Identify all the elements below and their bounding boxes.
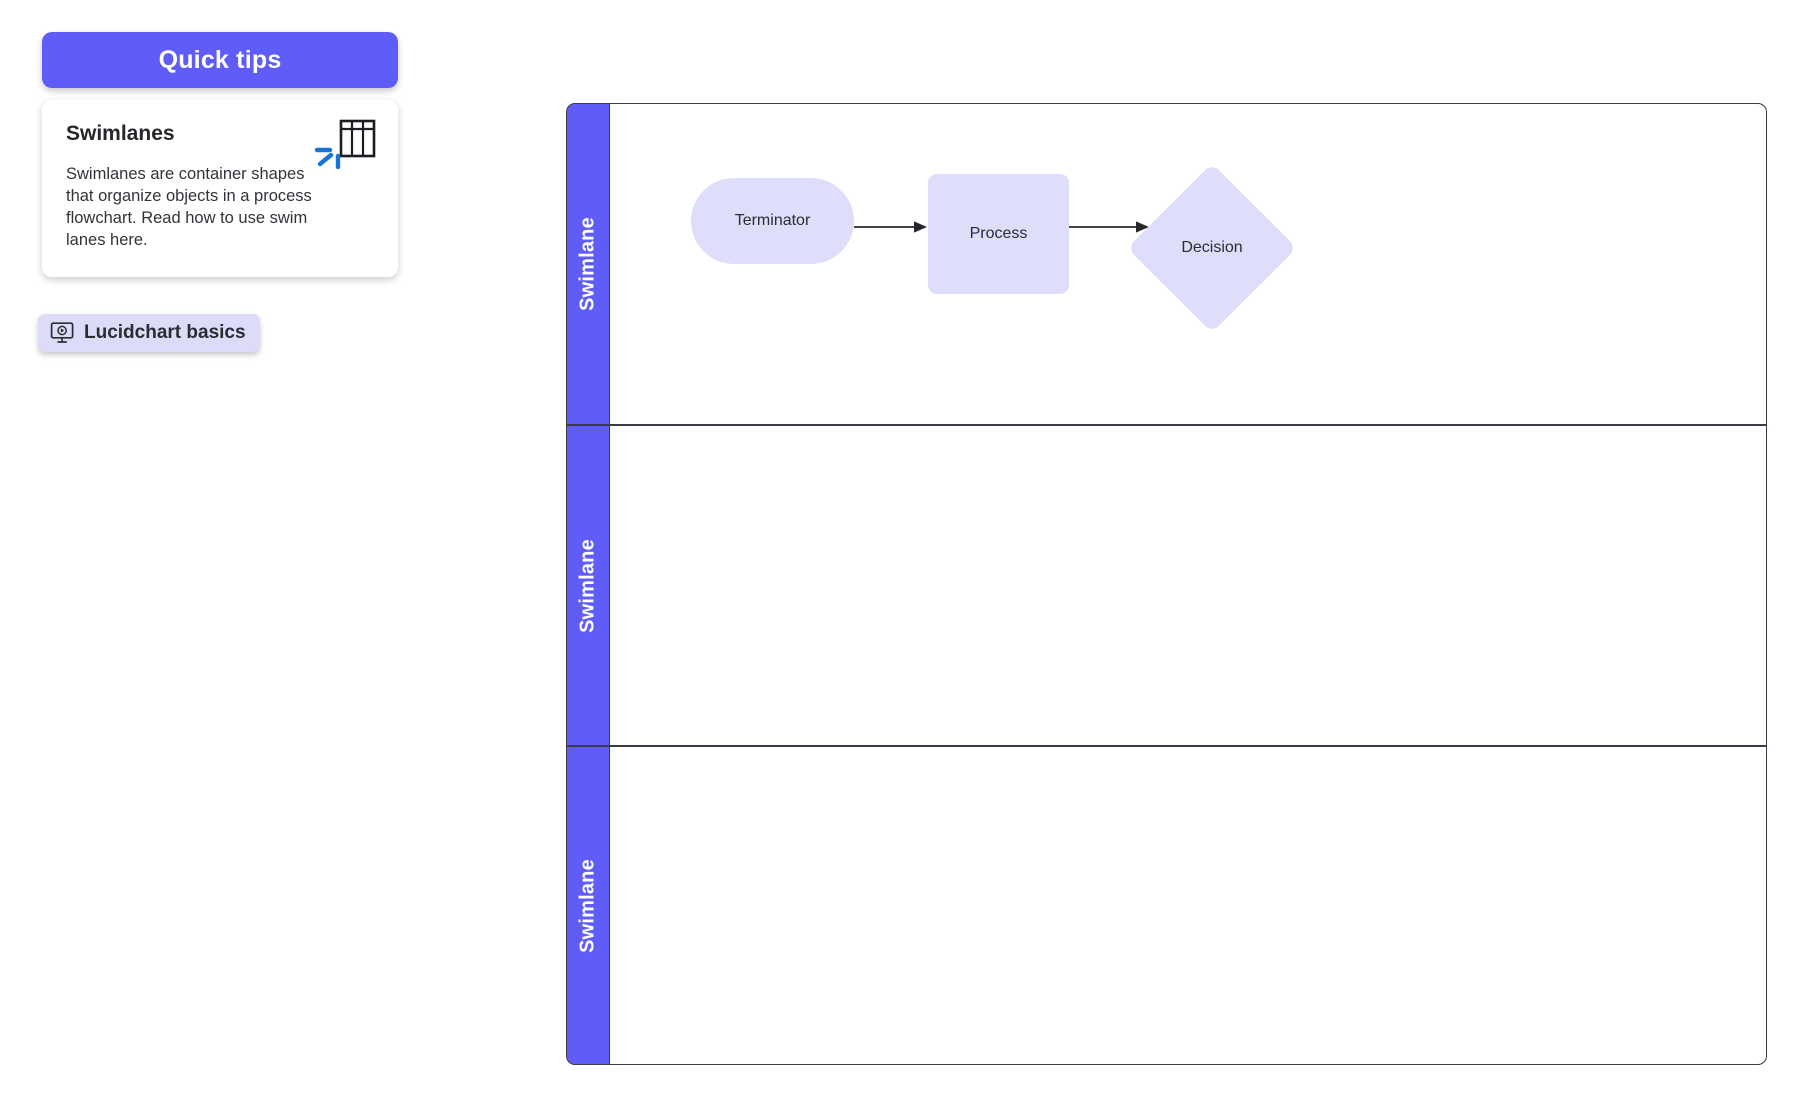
shape-decision-label: Decision [1181,239,1243,256]
quick-tips-header[interactable]: Quick tips [42,32,398,88]
swimlane-row-3[interactable]: Swimlane [566,746,1767,1065]
shape-decision[interactable]: Decision [1127,163,1297,333]
shape-process[interactable]: Process [928,174,1069,294]
shape-terminator-label: Terminator [734,212,811,229]
tip-card-body: Swimlanes are container shapes that orga… [66,165,312,250]
swimlane-body-3[interactable] [610,746,1767,1065]
quick-tips-title: Quick tips [158,45,282,74]
connector-process-decision[interactable] [1069,220,1150,234]
shape-terminator[interactable]: Terminator [691,178,854,264]
shape-process-label: Process [969,225,1028,242]
lucidchart-basics-button[interactable]: Lucidchart basics [38,314,260,352]
connector-terminator-process[interactable] [854,220,928,234]
swimlane-table-sparkle-icon [311,119,377,175]
quick-tips-panel: Quick tips Swimlanes Swimlanes are conta… [42,32,398,278]
swimlane-header-3[interactable]: Swimlane [566,746,610,1065]
tip-card-title: Swimlanes [66,122,175,145]
swimlane-header-1[interactable]: Swimlane [566,103,610,425]
monitor-play-icon [50,321,75,345]
swimlane-label-1: Swimlane [576,217,599,311]
swimlane-body-2[interactable] [610,425,1767,746]
swimlane-row-2[interactable]: Swimlane [566,425,1767,746]
swimlane-container[interactable]: Swimlane Terminator Process [566,103,1767,1065]
quick-tips-card[interactable]: Swimlanes Swimlanes are container shapes… [42,100,398,278]
swimlane-body-1[interactable]: Terminator Process [610,103,1767,425]
swimlane-label-2: Swimlane [576,538,599,633]
swimlane-row-1[interactable]: Swimlane Terminator Process [566,103,1767,425]
swimlane-header-2[interactable]: Swimlane [566,425,610,746]
lucidchart-basics-label: Lucidchart basics [84,322,246,343]
swimlane-label-3: Swimlane [576,858,599,953]
